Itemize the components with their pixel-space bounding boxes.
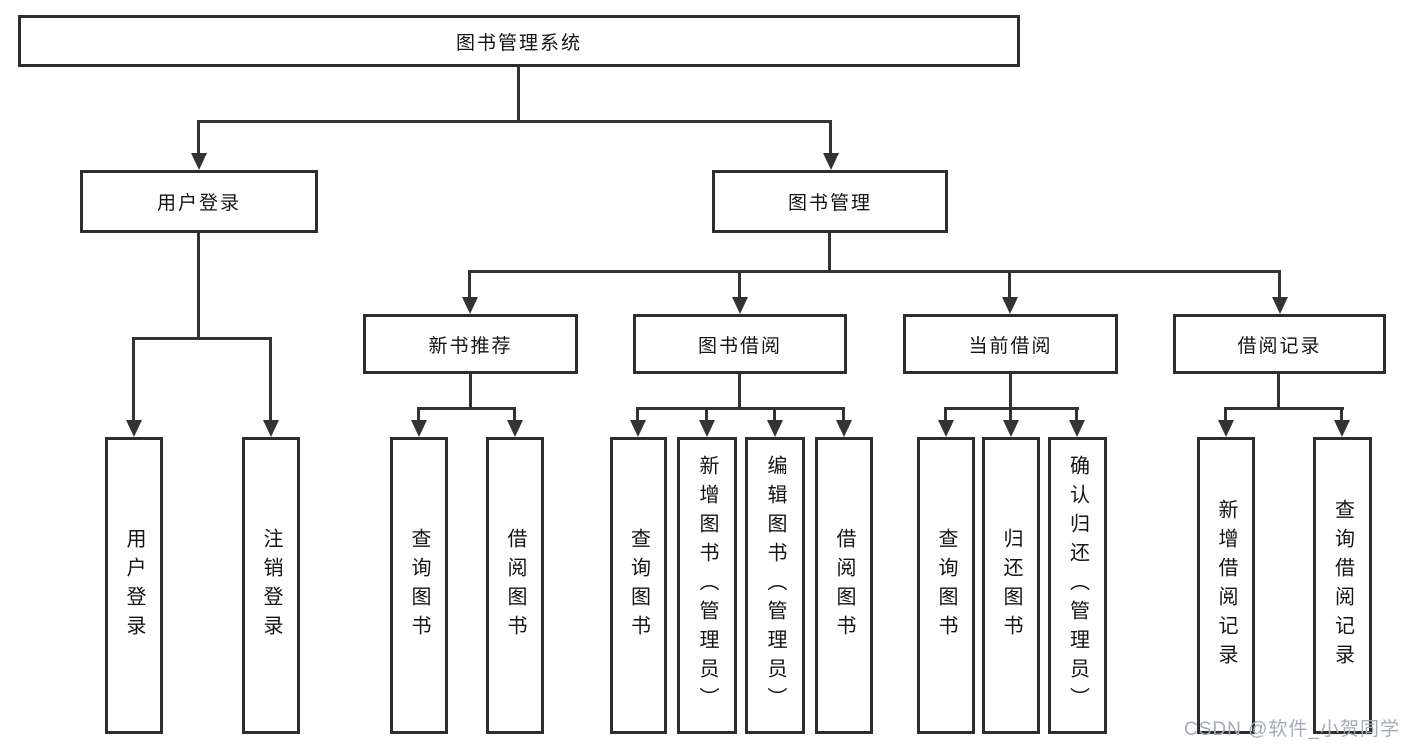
node-borrowing-records-label: 借阅记录	[1237, 335, 1322, 357]
node-bb-borrow-books: 借阅图书	[815, 437, 873, 734]
connector-arrow-icon	[1334, 420, 1350, 437]
node-nbr-query-books: 查询图书	[390, 437, 448, 734]
connector-line	[842, 407, 845, 422]
connector-line	[1278, 270, 1281, 300]
connector-line	[1224, 407, 1344, 410]
connector-line	[636, 407, 639, 422]
node-cb-return-books-label: 归还图书	[1000, 527, 1022, 644]
node-nbr-borrow-books-label: 借阅图书	[504, 527, 526, 644]
connector-arrow-icon	[1002, 297, 1018, 314]
node-bb-edit-books-admin: 编辑图书（管理员）	[745, 437, 805, 734]
connector-arrow-icon	[1218, 420, 1234, 437]
connector-line	[133, 337, 272, 340]
node-new-book-recommend: 新书推荐	[363, 314, 578, 374]
node-root: 图书管理系统	[18, 15, 1020, 67]
connector-arrow-icon	[767, 420, 783, 437]
node-cb-query-books-label: 查询图书	[935, 527, 957, 644]
node-cb-confirm-return-admin: 确认归还（管理员）	[1048, 437, 1107, 734]
connector-arrow-icon	[836, 420, 852, 437]
connector-arrow-icon	[411, 420, 427, 437]
connector-arrow-icon	[1272, 297, 1288, 314]
connector-line	[1008, 270, 1011, 300]
connector-line	[197, 233, 200, 337]
connector-arrow-icon	[507, 420, 523, 437]
node-bb-query-books: 查询图书	[610, 437, 667, 734]
node-user-login: 用户登录	[105, 437, 163, 734]
connector-line	[705, 407, 708, 422]
node-bb-query-books-label: 查询图书	[627, 527, 650, 644]
node-br-query-record-label: 查询借阅记录	[1331, 498, 1354, 673]
node-book-borrowing: 图书借阅	[633, 314, 847, 374]
node-root-label: 图书管理系统	[455, 32, 582, 54]
connector-arrow-icon	[938, 420, 954, 437]
connector-arrow-icon	[191, 153, 207, 170]
connector-line	[1009, 407, 1012, 422]
node-user-login-label: 用户登录	[123, 527, 145, 644]
node-book-borrowing-label: 图书借阅	[697, 335, 782, 357]
connector-arrow-icon	[699, 420, 715, 437]
node-user-login-group: 用户登录	[80, 170, 318, 233]
node-book-management-label: 图书管理	[787, 193, 872, 214]
node-logout: 注销登录	[242, 437, 300, 734]
connector-arrow-icon	[630, 420, 646, 437]
connector-arrow-icon	[263, 420, 279, 437]
node-br-add-record: 新增借阅记录	[1197, 437, 1255, 734]
connector-line	[637, 407, 845, 410]
connector-line	[469, 270, 1281, 273]
connector-line	[468, 270, 471, 300]
connector-line	[738, 270, 741, 300]
node-user-login-group-label: 用户登录	[156, 193, 241, 214]
node-bb-borrow-books-label: 借阅图书	[833, 527, 855, 644]
connector-line	[1340, 407, 1343, 422]
connector-line	[197, 120, 200, 156]
connector-arrow-icon	[823, 153, 839, 170]
node-nbr-borrow-books: 借阅图书	[486, 437, 544, 734]
connector-line	[269, 337, 272, 422]
connector-arrow-icon	[1069, 420, 1085, 437]
node-br-query-record: 查询借阅记录	[1313, 437, 1372, 734]
node-cb-return-books: 归还图书	[982, 437, 1040, 734]
node-cb-query-books: 查询图书	[917, 437, 975, 734]
connector-line	[513, 407, 516, 422]
connector-line	[1075, 407, 1078, 422]
connector-line	[738, 374, 741, 407]
node-book-management: 图书管理	[712, 170, 948, 233]
node-current-borrowing: 当前借阅	[903, 314, 1118, 374]
node-bb-edit-books-admin-label: 编辑图书（管理员）	[764, 455, 786, 716]
connector-line	[469, 374, 472, 407]
connector-line	[1009, 374, 1012, 407]
node-bb-add-books-admin-label: 新增图书（管理员）	[696, 455, 718, 716]
connector-line	[417, 407, 420, 422]
connector-line	[944, 407, 947, 422]
node-bb-add-books-admin: 新增图书（管理员）	[677, 437, 737, 734]
watermark: CSDN @软件_小贺同学	[1184, 719, 1400, 740]
node-current-borrowing-label: 当前借阅	[968, 335, 1053, 357]
connector-line	[1277, 374, 1280, 407]
node-nbr-query-books-label: 查询图书	[408, 527, 430, 644]
connector-line	[132, 337, 135, 422]
connector-line	[418, 407, 516, 410]
connector-arrow-icon	[1003, 420, 1019, 437]
connector-line	[1224, 407, 1227, 422]
node-cb-confirm-return-admin-label: 确认归还（管理员）	[1066, 455, 1089, 716]
connector-line	[828, 233, 831, 270]
connector-line	[199, 120, 831, 123]
node-borrowing-records: 借阅记录	[1173, 314, 1386, 374]
connector-arrow-icon	[732, 297, 748, 314]
node-logout-label: 注销登录	[260, 527, 282, 644]
node-new-book-recommend-label: 新书推荐	[428, 335, 513, 357]
connector-line	[773, 407, 776, 422]
node-br-add-record-label: 新增借阅记录	[1215, 498, 1237, 673]
connector-arrow-icon	[462, 297, 478, 314]
connector-arrow-icon	[126, 420, 142, 437]
connector-line	[517, 67, 520, 120]
connector-line	[829, 120, 832, 156]
